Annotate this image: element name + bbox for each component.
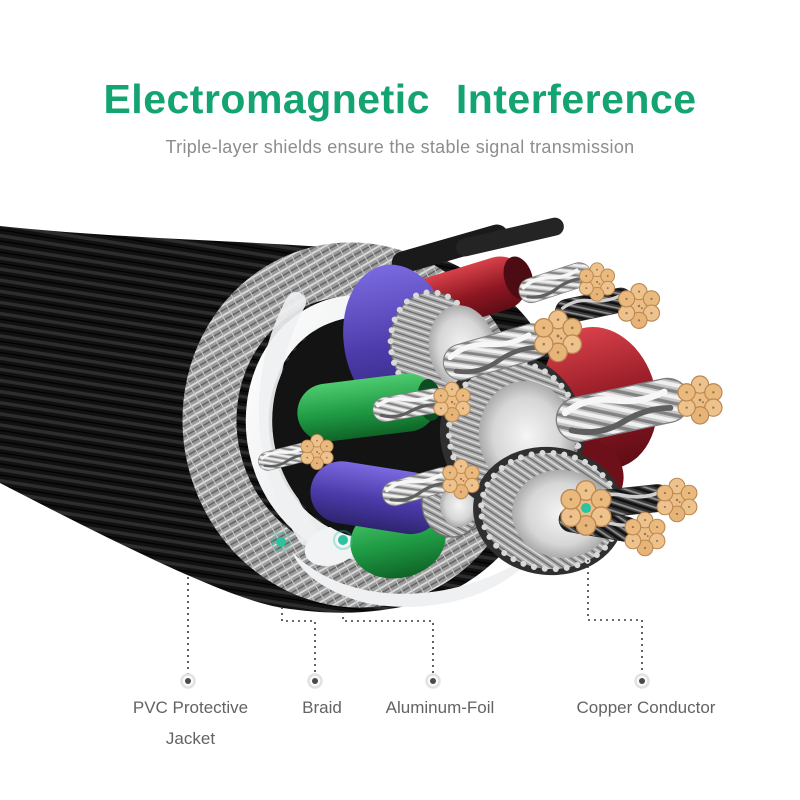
- leader-lines: [187, 560, 643, 674]
- leader-braid: [281, 607, 316, 674]
- header: Electromagnetic Interference Triple-laye…: [0, 76, 800, 158]
- spacer-wires: [391, 217, 564, 274]
- callout-copper-conductor: Copper Conductor: [576, 698, 716, 717]
- callout-braid: Braid: [302, 698, 342, 717]
- leader-aluminum-foil: [342, 611, 434, 674]
- layer-marker-dots: [271, 530, 353, 552]
- copper-marker-dot: [581, 503, 591, 513]
- leader-endpoints: [180, 673, 650, 689]
- callout-aluminum-foil: Aluminum-Foil: [385, 698, 495, 717]
- page-title: Electromagnetic Interference: [103, 76, 697, 122]
- page-subtitle: Triple-layer shields ensure the stable s…: [165, 137, 635, 157]
- leader-copper: [587, 560, 643, 674]
- copper-conductor-bundles: [300, 262, 723, 557]
- callout-pvc-protective-jacket: PVC Protective Jacket: [132, 698, 249, 748]
